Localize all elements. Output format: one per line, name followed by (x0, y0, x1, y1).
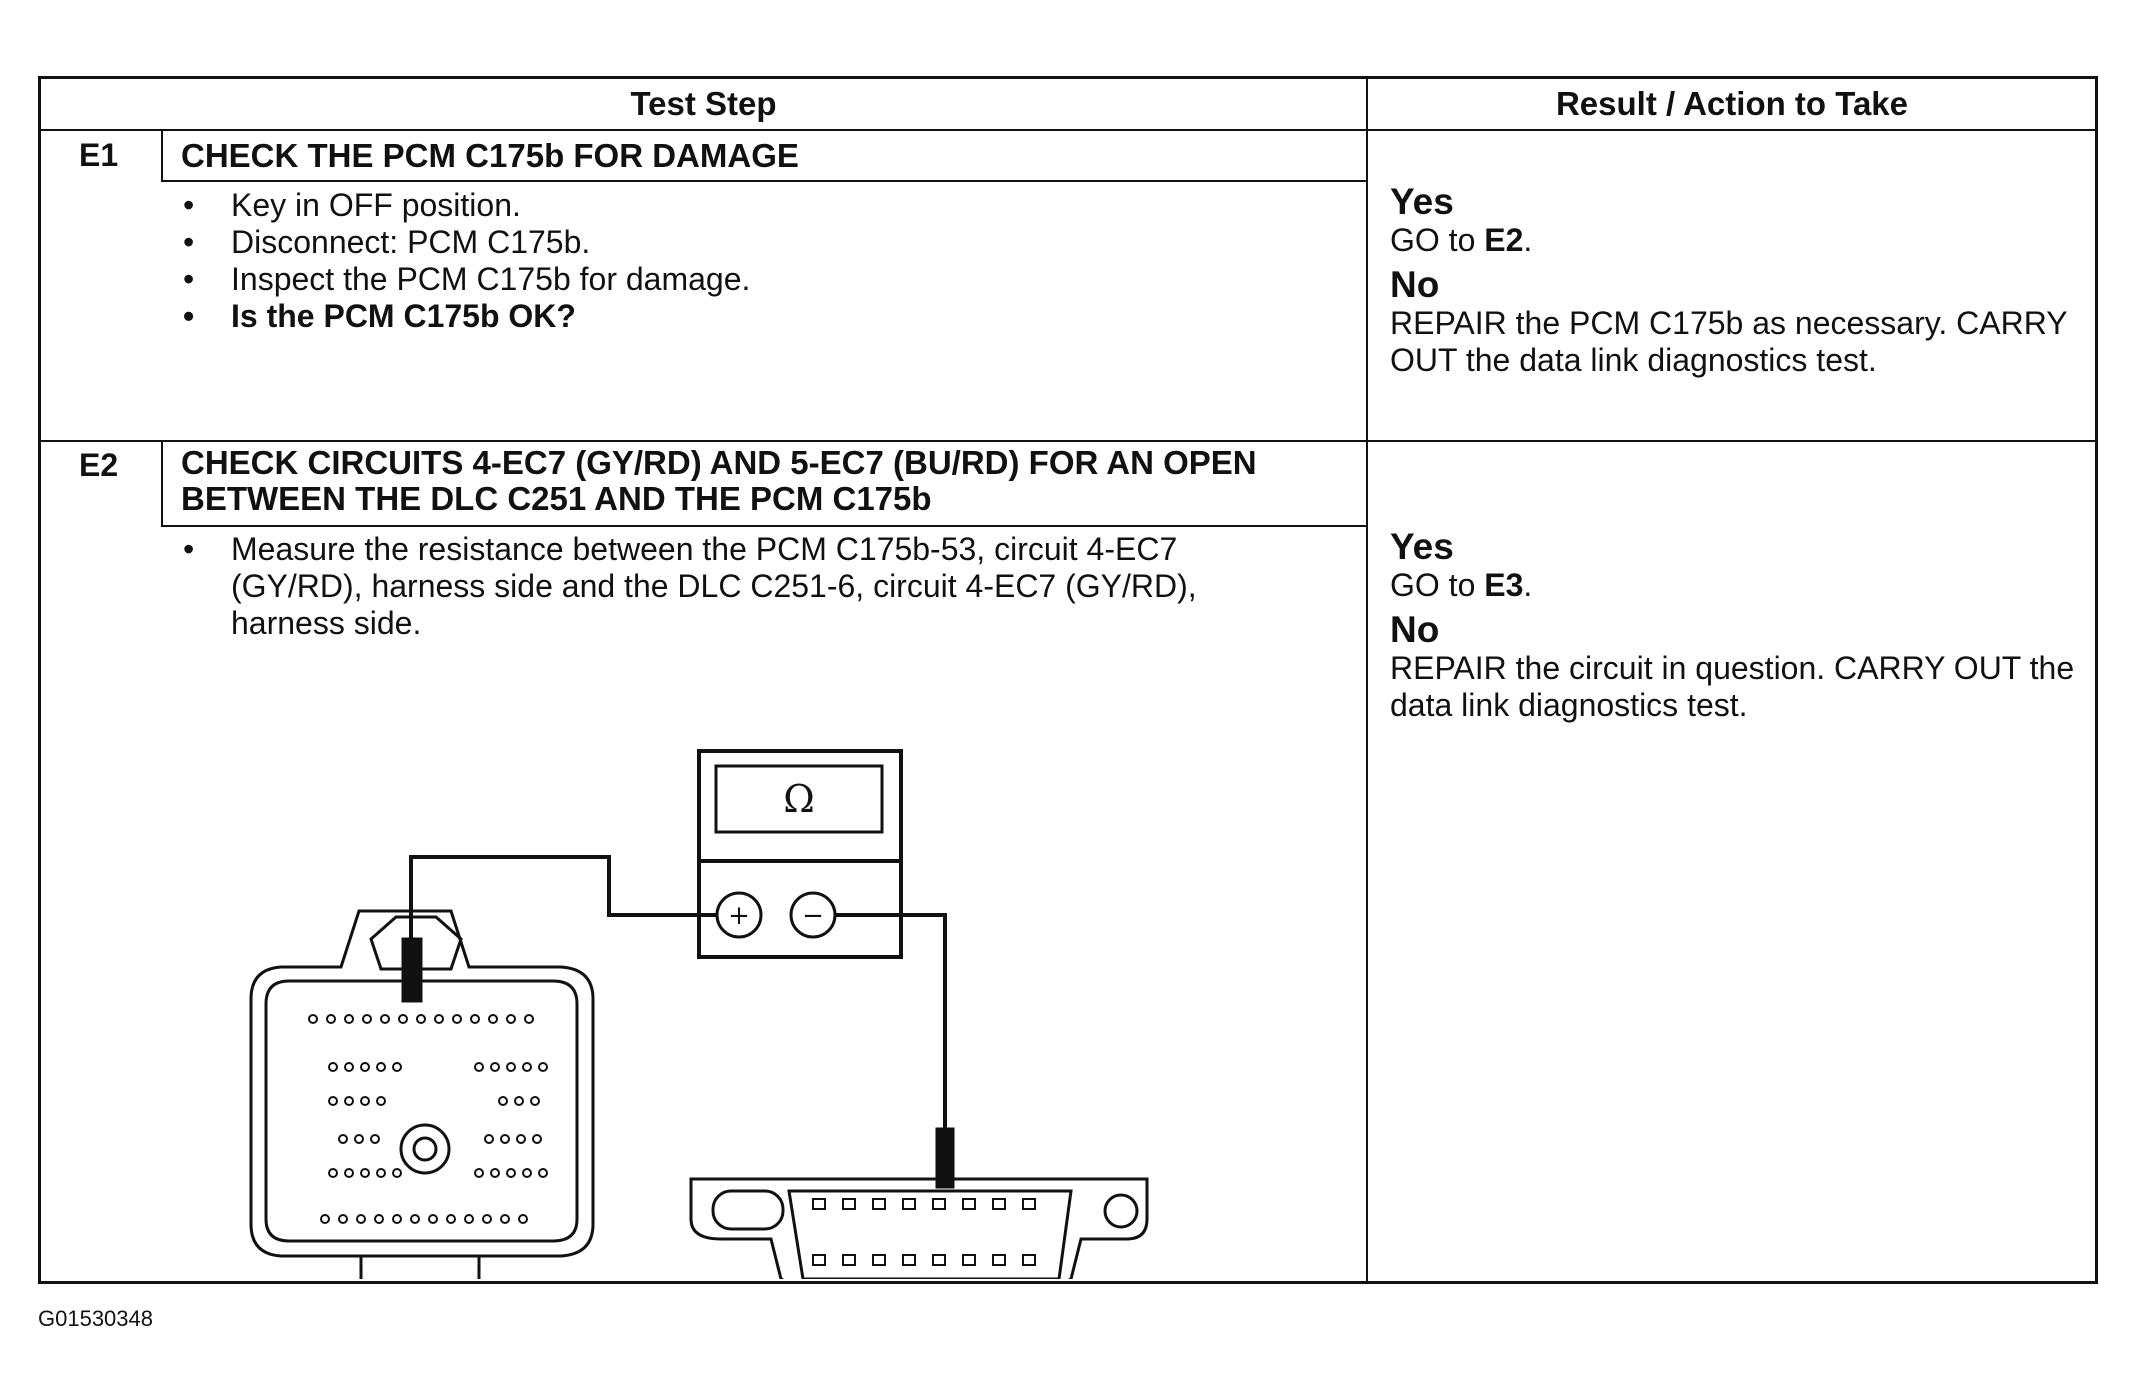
list-item: Key in OFF position. (173, 187, 1353, 224)
yes-action-text: GO to (1390, 222, 1485, 258)
step-e2-result: Yes GO to E3. No REPAIR the circuit in q… (1390, 527, 2080, 730)
no-label: No (1390, 264, 1440, 305)
yes-action-target: E2 (1484, 222, 1524, 258)
yes-action-target: E3 (1484, 567, 1524, 603)
no-action: REPAIR the circuit in question. CARRY OU… (1390, 650, 2075, 723)
dlc-pin-array (812, 1198, 1036, 1266)
yes-action: GO to E3. (1390, 567, 1533, 603)
yes-label: Yes (1390, 526, 1454, 567)
e1-end-rule (41, 440, 2096, 442)
no-label: No (1390, 609, 1440, 650)
id-divider-e1 (161, 130, 163, 180)
pcm-pin-array (308, 1014, 548, 1224)
step-title-e1: CHECK THE PCM C175b FOR DAMAGE (181, 137, 799, 174)
e2-title-rule (161, 525, 1366, 527)
no-action: REPAIR the PCM C175b as necessary. CARRY… (1390, 305, 2068, 378)
list-item: Inspect the PCM C175b for damage. (173, 261, 1353, 298)
yes-label: Yes (1390, 181, 1454, 222)
step-e1-instructions: Key in OFF position. Disconnect: PCM C17… (173, 187, 1353, 335)
step-e1-question: Is the PCM C175b OK? (173, 298, 1353, 335)
plus-symbol: + (728, 901, 750, 931)
pcm-connector-icon (249, 909, 595, 1279)
list-item: Measure the resistance between the PCM C… (173, 531, 1293, 642)
e1-title-rule (161, 180, 1366, 182)
header-result-action: Result / Action to Take (1555, 85, 1909, 122)
dlc-connector-icon (689, 1127, 1149, 1279)
step-title-e2: CHECK CIRCUITS 4-EC7 (GY/RD) AND 5-EC7 (… (181, 444, 1257, 517)
ohm-symbol: Ω (783, 777, 815, 821)
header-test-step: Test Step (630, 85, 777, 122)
pcm-pins-top (308, 1014, 534, 1024)
yes-action-text: GO to (1390, 567, 1485, 603)
step-id-e1: E1 (79, 137, 119, 173)
step-e1-result: Yes GO to E2. No REPAIR the PCM C175b as… (1390, 182, 2080, 385)
resistance-test-diagram: Ω + − (249, 749, 1149, 1279)
step-id-e2: E2 (79, 447, 119, 483)
yes-action: GO to E2. (1390, 222, 1533, 258)
positive-lead (409, 855, 717, 949)
minus-symbol: − (802, 901, 824, 931)
negative-lead (835, 913, 947, 1139)
id-divider-e2 (161, 441, 163, 525)
column-divider (1366, 79, 1368, 1282)
test-step-table: Test Step Result / Action to Take E1 CHE… (38, 76, 2098, 1284)
header-rule (41, 129, 2096, 131)
step-e2-instructions: Measure the resistance between the PCM C… (173, 531, 1293, 642)
list-item: Disconnect: PCM C175b. (173, 224, 1353, 261)
figure-id: G01530348 (38, 1306, 153, 1331)
